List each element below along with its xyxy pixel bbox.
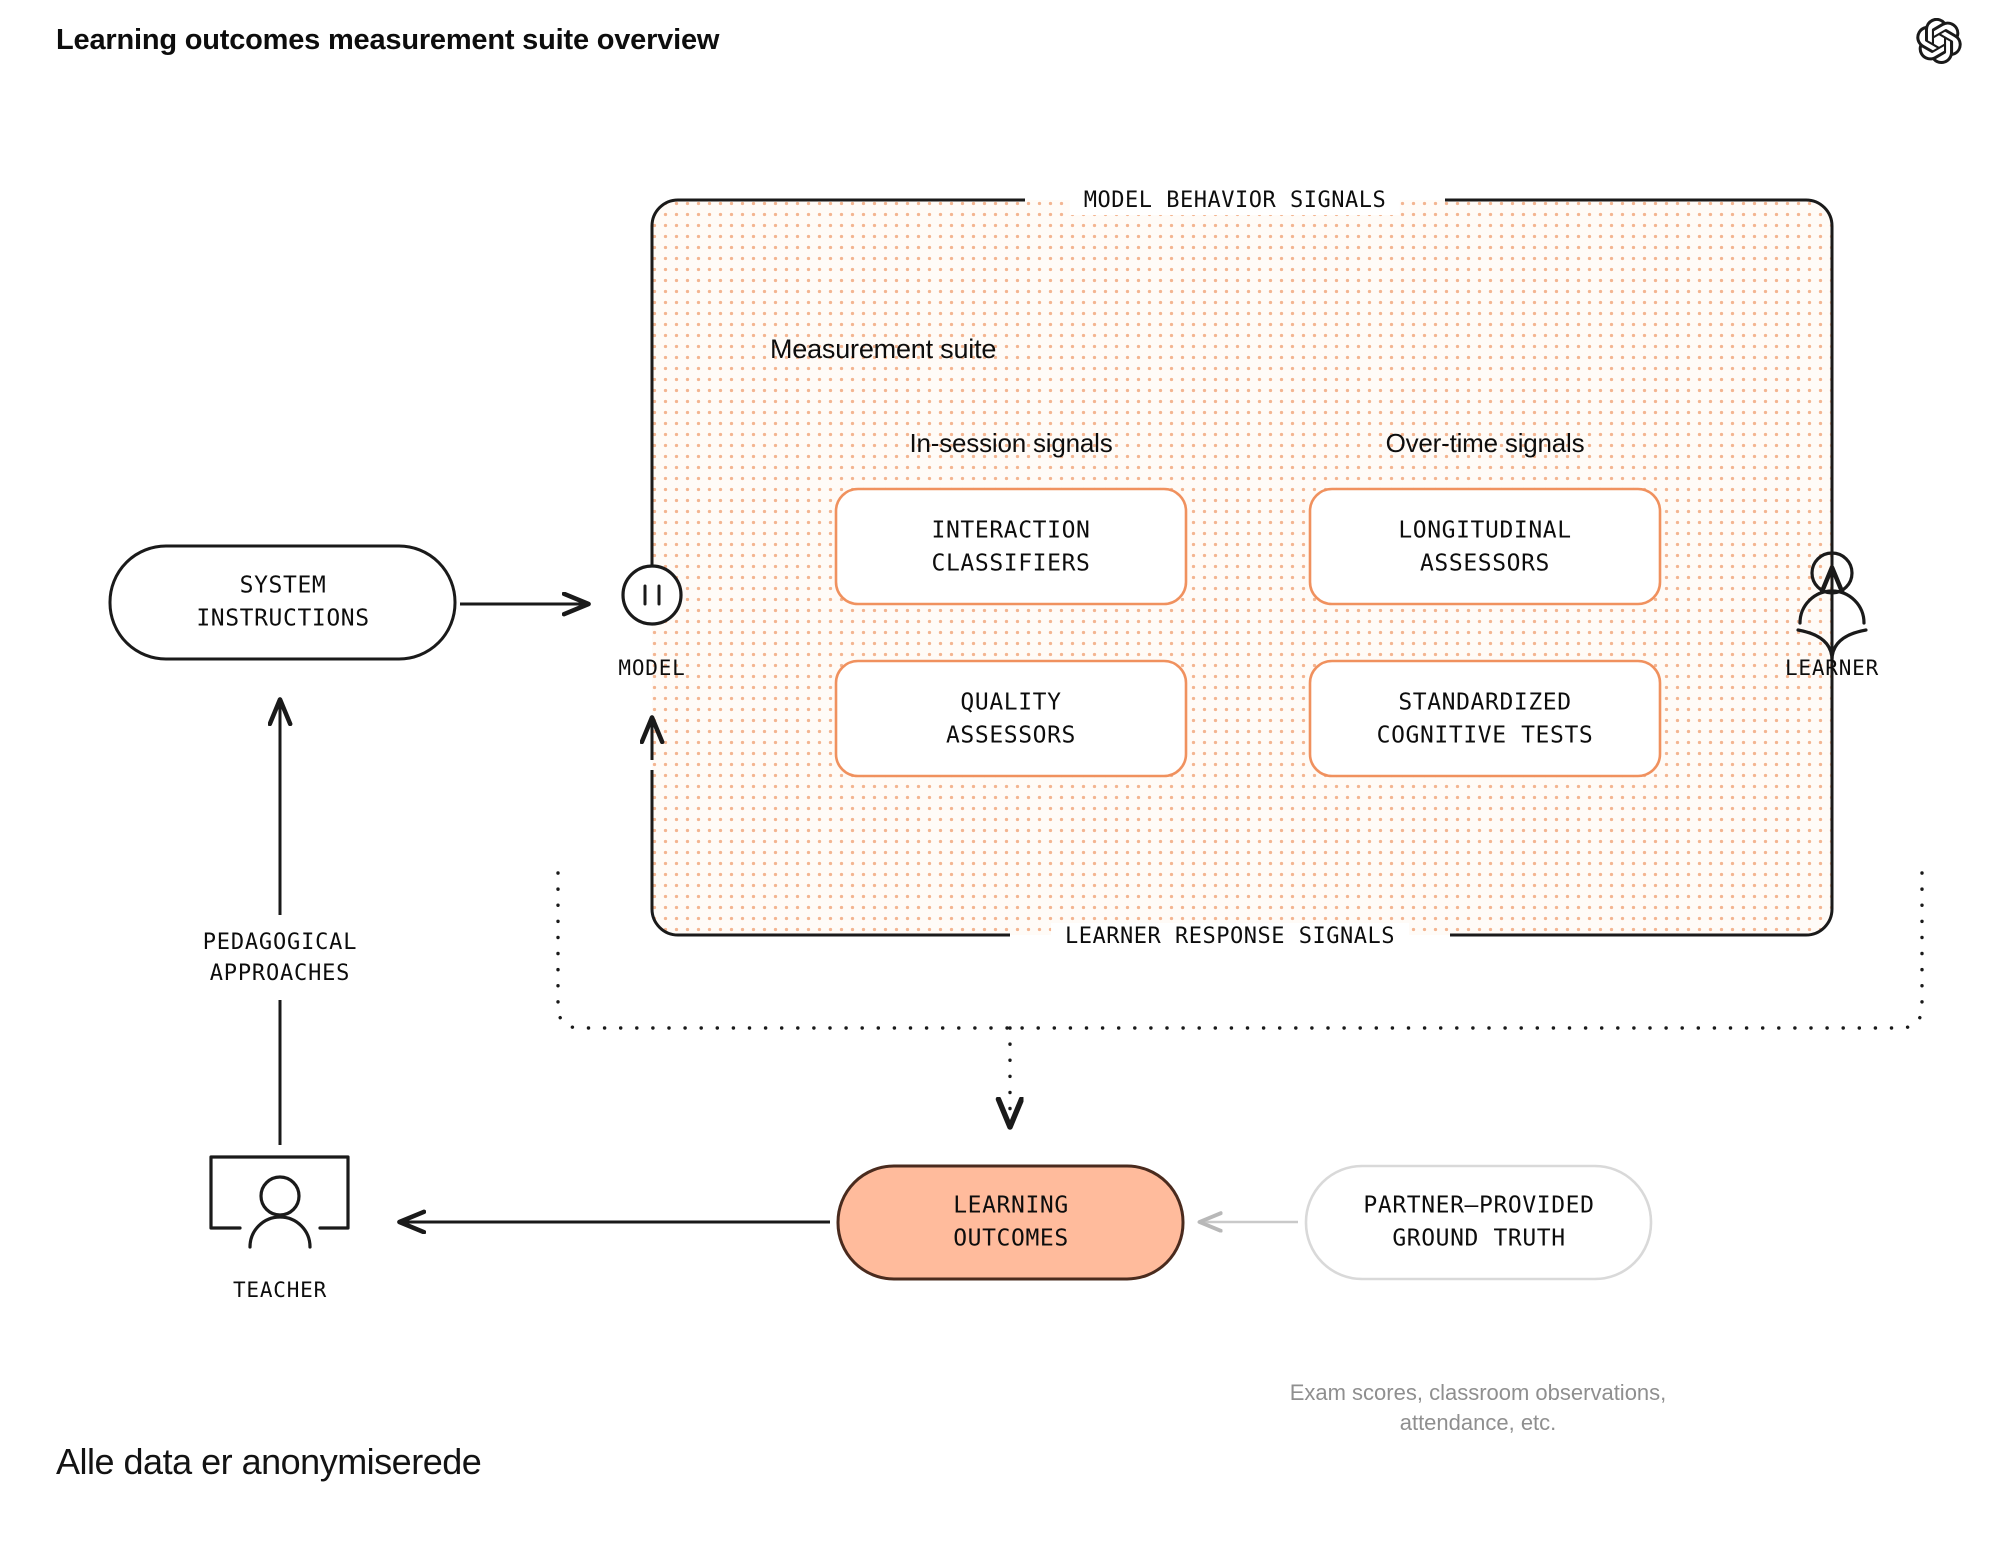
node-ground-truth [1304, 1164, 1653, 1281]
signal-panel-top-caption: MODEL BEHAVIOR SIGNALS [1069, 187, 1401, 216]
column-heading-over-time: Over-time signals [1385, 428, 1585, 458]
page-title: Learning outcomes measurement suite over… [56, 24, 720, 56]
node-caption-learner: LEARNER [1784, 656, 1880, 680]
card-interaction-classifiers [834, 487, 1188, 606]
footer-note: Alle data er anonymiserede [56, 1441, 482, 1482]
column-heading-in-session: In-session signals [909, 428, 1113, 458]
signal-panel-bottom-caption: LEARNER RESPONSE SIGNALS [1051, 923, 1409, 952]
node-learning-outcomes [836, 1164, 1185, 1281]
node-caption-model: MODEL [618, 656, 686, 680]
model-pause-icon [621, 564, 683, 626]
teacher-board-icon [209, 1155, 350, 1249]
node-caption-teacher: TEACHER [232, 1278, 328, 1302]
learner-person-icon [1796, 551, 1868, 662]
card-standardized-cognitive-tests [1308, 659, 1662, 778]
openai-logo-icon [1916, 18, 1962, 64]
measurement-suite-heading: Measurement suite [770, 334, 997, 364]
card-quality-assessors [834, 659, 1188, 778]
card-longitudinal-assessors [1308, 487, 1662, 606]
ground-truth-caption: Exam scores, classroom observations, att… [1289, 1380, 1667, 1436]
node-system-instructions [108, 544, 457, 661]
